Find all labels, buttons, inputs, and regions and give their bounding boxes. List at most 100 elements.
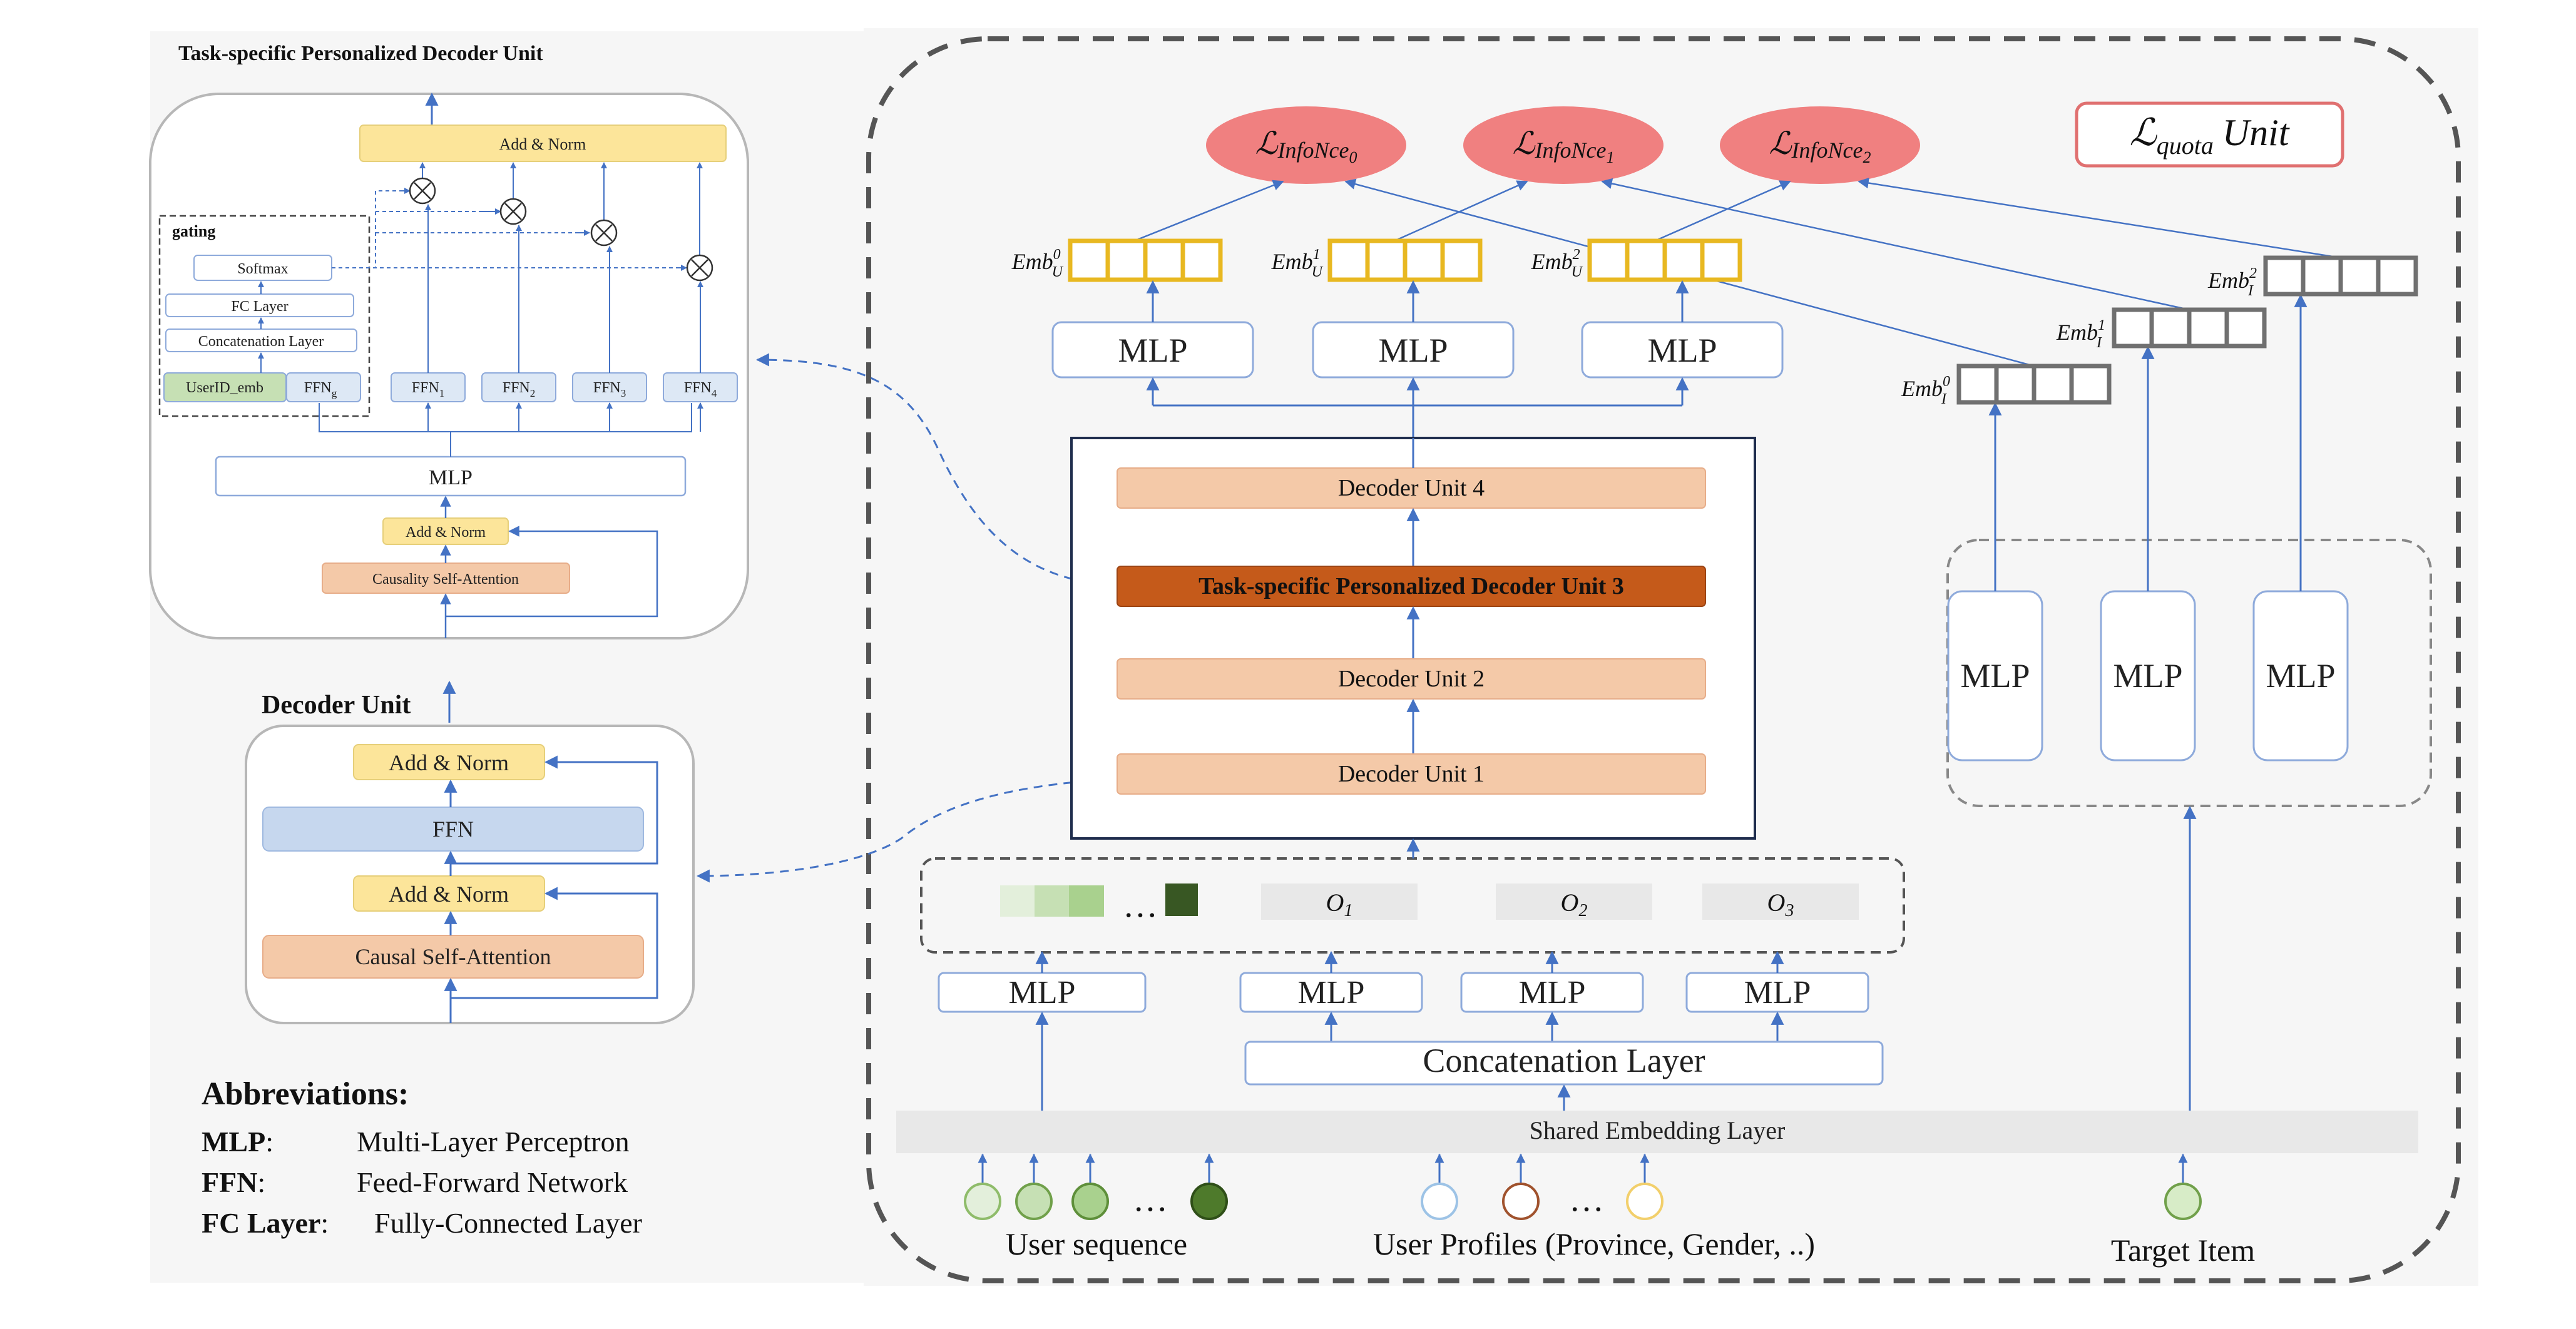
emb-u-0-cell bbox=[1143, 238, 1185, 282]
userid-emb-label: UserID_emb bbox=[186, 380, 263, 396]
emb-u-2-cell bbox=[1700, 238, 1742, 282]
gating-label: gating bbox=[172, 222, 215, 240]
link-psd bbox=[755, 353, 1118, 586]
output-2-label: O2 bbox=[1561, 889, 1588, 920]
emb-i-0-cell bbox=[2069, 364, 2112, 405]
concatenation-layer-label: Concatenation Layer bbox=[1423, 1042, 1705, 1079]
fc-layer-box bbox=[165, 293, 354, 317]
loss-1-line-0 bbox=[1394, 180, 1528, 242]
emb-i-0-cell bbox=[1994, 364, 2037, 405]
psd-ffn-2-label: FFN2 bbox=[503, 380, 536, 399]
emb-u-1-cell bbox=[1327, 238, 1370, 282]
causality-attention-label: Causality Self-Attention bbox=[372, 571, 519, 588]
emb-u-1-cell bbox=[1365, 238, 1408, 282]
input-node-3 bbox=[1190, 1183, 1228, 1220]
abbreviation-key-0: MLP: bbox=[202, 1126, 273, 1158]
emb-u-0-cell bbox=[1068, 238, 1110, 282]
emb-u-1-cell bbox=[1403, 238, 1445, 282]
sequence-embedding-1 bbox=[1035, 885, 1070, 917]
emb-i-1-cell bbox=[2224, 307, 2267, 349]
user-profiles-ellipsis: … bbox=[1569, 1180, 1604, 1219]
psd-add-norm-top-label: Add & Norm bbox=[499, 135, 586, 153]
infonce-loss-0 bbox=[1206, 106, 1406, 184]
psd-mlp-label: MLP bbox=[429, 466, 473, 489]
output-3-box bbox=[1702, 883, 1859, 920]
shared-embedding-layer bbox=[896, 1111, 2418, 1153]
emb-u-2-cell bbox=[1662, 238, 1705, 282]
abbreviation-value-1: Feed-Forward Network bbox=[357, 1166, 628, 1198]
input-node-4 bbox=[1421, 1183, 1458, 1220]
ffn-g-box bbox=[286, 372, 361, 402]
sequence-ellipsis: … bbox=[1123, 886, 1158, 925]
decoder-residual-2 bbox=[451, 755, 658, 865]
concatenation-layer bbox=[1244, 1041, 1884, 1086]
psd-ffn-1-label: FFN1 bbox=[412, 380, 445, 399]
emb-i-1-cell bbox=[2149, 307, 2192, 349]
decoder-ffn-label: FFN bbox=[432, 817, 474, 842]
emb-i-1-cell bbox=[2112, 307, 2154, 349]
psd-ffn-4-label: FFN4 bbox=[684, 380, 717, 399]
infonce-loss-2 bbox=[1720, 106, 1920, 184]
decoder-attention-label: Causal Self-Attention bbox=[355, 944, 551, 969]
sequence-embedding-0 bbox=[1000, 885, 1035, 917]
input-node-0 bbox=[964, 1183, 1001, 1220]
decoder-stack-unit-3 bbox=[1117, 753, 1706, 795]
item-mlp-1-label: MLP bbox=[2113, 657, 2182, 695]
multiply-icon-cross bbox=[414, 182, 431, 200]
emb-i-1-cell bbox=[2187, 307, 2229, 349]
output-1-box bbox=[1261, 883, 1418, 920]
user-sequence-ellipsis: … bbox=[1133, 1180, 1168, 1219]
input-node-2 bbox=[1071, 1183, 1109, 1220]
decoder-panel-title: Decoder Unit bbox=[262, 691, 411, 720]
decoder-add-norm-top-label: Add & Norm bbox=[389, 750, 509, 775]
multiply-icon-cross bbox=[691, 259, 708, 277]
psd-residual bbox=[446, 526, 658, 618]
output-3-label: O3 bbox=[1767, 889, 1794, 920]
psd-add-norm-bottom-label: Add & Norm bbox=[406, 524, 486, 541]
output-2-box bbox=[1496, 883, 1652, 920]
emb-u-0-cell bbox=[1105, 238, 1148, 282]
emb-u-2-cell bbox=[1625, 238, 1667, 282]
emb-u-2-cell bbox=[1587, 238, 1630, 282]
user-mlp-2-label: MLP bbox=[1647, 332, 1717, 369]
softmax-label: Softmax bbox=[237, 261, 288, 277]
abbreviations-title: Abbreviations: bbox=[202, 1076, 409, 1112]
decoder-stack-unit-0-label: Decoder Unit 4 bbox=[1338, 475, 1485, 501]
sequence-embedding-2 bbox=[1069, 885, 1104, 917]
psd-add-norm-top bbox=[359, 125, 727, 162]
main-frame bbox=[866, 36, 2461, 1283]
emb-i-2-cell bbox=[2301, 255, 2343, 297]
loss-0-line-0 bbox=[1133, 180, 1284, 242]
input-mlp-3-label: MLP bbox=[1744, 975, 1811, 1011]
decoder-residual-1 bbox=[451, 887, 658, 999]
abbreviation-value-0: Multi-Layer Perceptron bbox=[357, 1126, 630, 1158]
emb-i-2-cell bbox=[2338, 255, 2381, 297]
psd-mlp-to-ffns bbox=[319, 403, 692, 457]
emb-i-2-cell bbox=[2263, 255, 2306, 297]
gating-box bbox=[158, 215, 371, 417]
input-node-7 bbox=[2164, 1183, 2202, 1220]
quota-unit-box bbox=[2075, 101, 2344, 168]
abbreviation-value-2: Fully-Connected Layer bbox=[374, 1207, 642, 1239]
emb-u-1-cell bbox=[1440, 238, 1483, 282]
emb-u-0-cell bbox=[1180, 238, 1223, 282]
item-mlp-0-label: MLP bbox=[1960, 657, 2030, 695]
decoder-stack-unit-3-label: Decoder Unit 1 bbox=[1338, 761, 1485, 787]
infonce-loss-1 bbox=[1463, 106, 1664, 184]
multiply-icon-cross bbox=[595, 224, 613, 242]
input-mlp-1-label: MLP bbox=[1298, 975, 1365, 1011]
item-mlp-2-label: MLP bbox=[2266, 657, 2335, 695]
abbreviation-key-2: FC Layer: bbox=[202, 1207, 329, 1239]
psd-panel bbox=[149, 93, 749, 639]
emb-i-0-cell bbox=[2032, 364, 2074, 405]
psd-ffn-3-label: FFN3 bbox=[593, 380, 626, 399]
gating-concat-label: Concatenation Layer bbox=[198, 334, 324, 350]
input-mlp-0-label: MLP bbox=[1009, 975, 1076, 1011]
output-1-label: O1 bbox=[1326, 889, 1353, 920]
